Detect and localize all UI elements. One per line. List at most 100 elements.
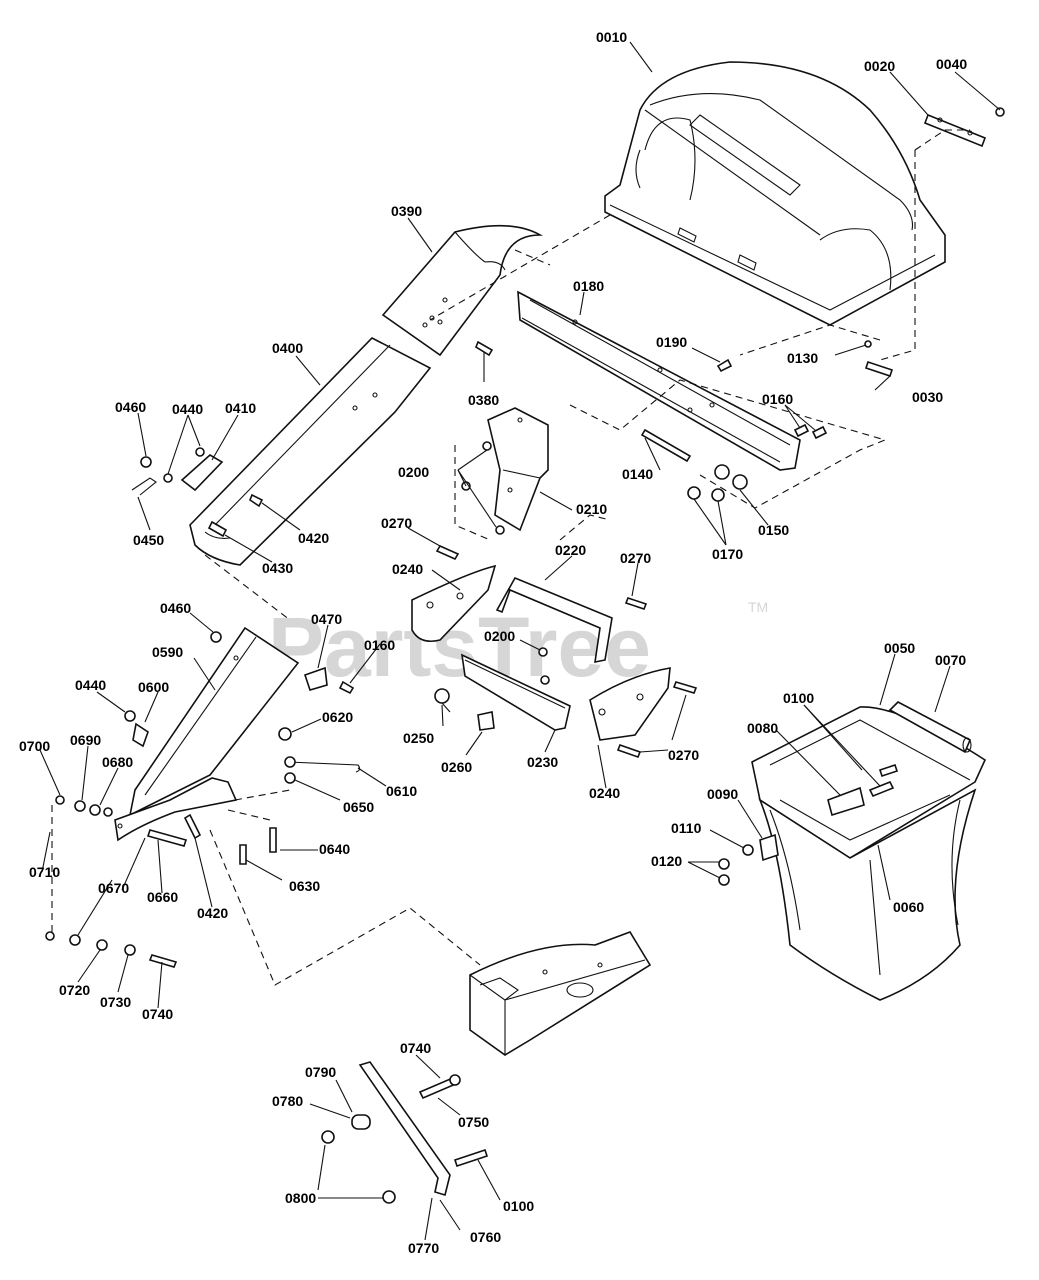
label-0790: 0790 — [305, 1064, 336, 1080]
label-0260: 0260 — [441, 759, 472, 775]
label-0390: 0390 — [391, 203, 422, 219]
part-0240-plate-right — [589, 667, 671, 741]
part-0640-pin — [269, 827, 277, 853]
part-0760-arm — [358, 1061, 451, 1197]
part-0460-nut-b — [210, 631, 222, 643]
label-0740-b: 0740 — [400, 1040, 431, 1056]
label-0640: 0640 — [319, 841, 350, 857]
label-0200-b: 0200 — [484, 628, 515, 644]
label-0270-b: 0270 — [620, 550, 651, 566]
part-deflector-base — [114, 777, 238, 842]
label-0670: 0670 — [98, 880, 129, 896]
part-0060-bag — [758, 788, 977, 1001]
label-0760: 0760 — [470, 1229, 501, 1245]
label-0100-b: 0100 — [503, 1198, 534, 1214]
leader-lines — [39, 41, 1001, 1241]
label-0270-c: 0270 — [668, 747, 699, 763]
part-0260-clip — [477, 711, 495, 731]
part-0010-catcher-lid — [604, 61, 946, 326]
part-0160-bolt-a — [793, 423, 828, 440]
label-0610: 0610 — [386, 783, 417, 799]
part-0750-bolt — [418, 1074, 461, 1100]
part-0210-bracket — [487, 407, 549, 532]
part-0800-nut — [321, 1130, 396, 1204]
label-0770: 0770 — [408, 1240, 439, 1256]
part-0450-spring — [131, 477, 157, 496]
part-0170-nut — [687, 486, 725, 502]
part-0270-bolts — [435, 544, 698, 759]
label-0420-b: 0420 — [197, 905, 228, 921]
label-0090: 0090 — [707, 786, 738, 802]
part-0250-knob — [434, 688, 451, 713]
part-0040-nut — [995, 107, 1005, 117]
part-0080-bracket — [827, 786, 865, 817]
part-labels: 0010 0020 0040 0030 0130 0390 0180 0190 … — [19, 29, 967, 1256]
label-0190: 0190 — [656, 334, 687, 350]
part-0160-bolt-b — [338, 680, 355, 695]
label-0410: 0410 — [225, 400, 256, 416]
part-0150-spacer — [714, 464, 748, 490]
label-0750: 0750 — [458, 1114, 489, 1130]
label-0110: 0110 — [671, 820, 702, 836]
part-0180-rear-rail — [517, 290, 801, 471]
label-0690: 0690 — [70, 732, 101, 748]
part-0390-chute-top — [381, 224, 544, 357]
label-0460-b: 0460 — [160, 600, 191, 616]
label-0200-a: 0200 — [398, 464, 429, 480]
label-0800: 0800 — [285, 1190, 316, 1206]
label-0150: 0150 — [758, 522, 789, 538]
label-0680: 0680 — [102, 754, 133, 770]
part-0420-bolt-a — [249, 493, 264, 508]
part-0460-nut-a — [140, 456, 152, 468]
part-0700-stack — [55, 795, 113, 817]
label-0040: 0040 — [936, 56, 967, 72]
label-0130: 0130 — [787, 350, 818, 366]
label-0460-a: 0460 — [115, 399, 146, 415]
label-0180: 0180 — [573, 278, 604, 294]
part-0130-clip — [864, 340, 872, 348]
label-0470: 0470 — [311, 611, 342, 627]
label-0720: 0720 — [59, 982, 90, 998]
label-0100-a: 0100 — [783, 690, 814, 706]
label-0230: 0230 — [527, 754, 558, 770]
part-0650-washer — [284, 772, 296, 784]
label-0700: 0700 — [19, 738, 50, 754]
part-0140-pin — [640, 428, 692, 463]
label-0740-a: 0740 — [142, 1006, 173, 1022]
label-0380: 0380 — [468, 392, 499, 408]
part-0620-knob — [278, 727, 292, 741]
label-0250: 0250 — [403, 730, 434, 746]
part-0470-clip — [303, 666, 328, 691]
part-0240-plate-left — [411, 564, 497, 643]
label-0080: 0080 — [747, 720, 778, 736]
label-0730: 0730 — [100, 994, 131, 1010]
label-0030: 0030 — [912, 389, 943, 405]
label-0440-b: 0440 — [75, 677, 106, 693]
label-0590: 0590 — [152, 644, 183, 660]
label-0650: 0650 — [343, 799, 374, 815]
label-0010: 0010 — [596, 29, 627, 45]
part-0660-bolt — [146, 829, 188, 847]
part-0200-washer-b — [538, 647, 550, 685]
part-0430-bolt — [207, 520, 228, 538]
part-deck-adapter — [469, 931, 652, 1056]
part-0630-pin — [239, 844, 247, 865]
label-0430: 0430 — [262, 560, 293, 576]
label-0070: 0070 — [935, 652, 966, 668]
label-0240-b: 0240 — [589, 785, 620, 801]
label-0440-a: 0440 — [172, 401, 203, 417]
part-0440-washer-b — [124, 710, 136, 722]
part-0610-rod — [284, 756, 361, 773]
label-0240-a: 0240 — [392, 561, 423, 577]
part-0410-bracket — [180, 454, 224, 492]
label-0420-a: 0420 — [298, 530, 329, 546]
part-0030-pin — [864, 360, 894, 378]
label-0220: 0220 — [555, 542, 586, 558]
label-0710: 0710 — [29, 864, 60, 880]
label-0140: 0140 — [622, 466, 653, 482]
label-0050: 0050 — [884, 640, 915, 656]
part-0110-nut — [742, 844, 754, 856]
label-0160-a: 0160 — [762, 391, 793, 407]
part-0600-latch — [132, 722, 149, 748]
